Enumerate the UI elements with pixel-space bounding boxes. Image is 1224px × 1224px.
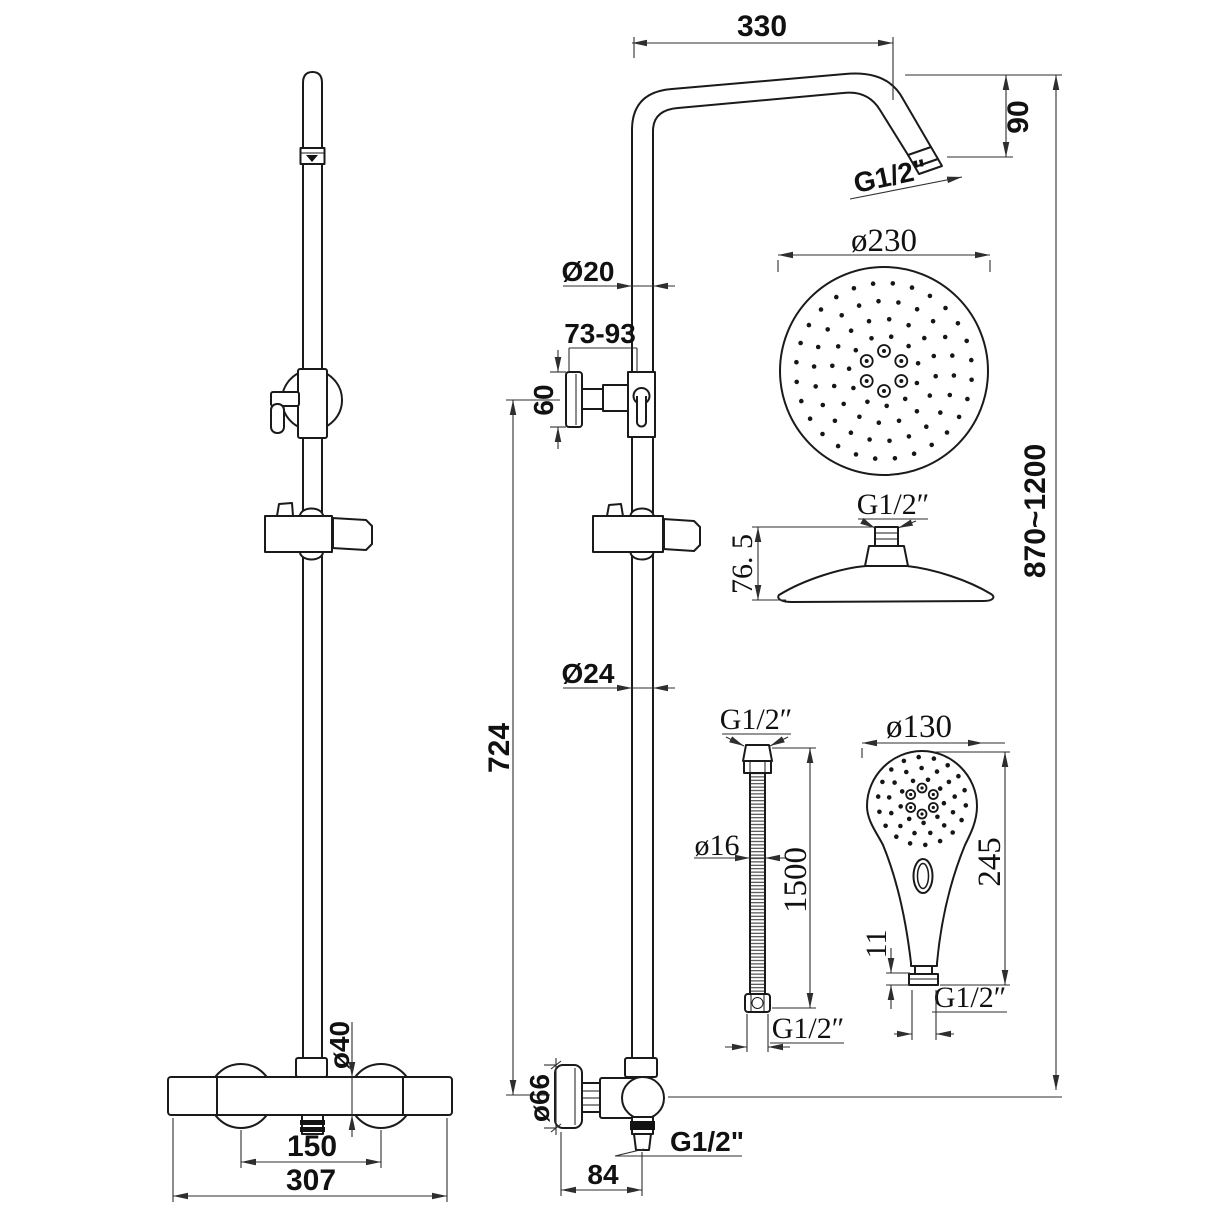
dim-head-thread: G1/2″ <box>857 488 930 521</box>
overhead-shower-face <box>779 266 989 476</box>
dim-escutcheon-diameter: ø66 <box>524 1074 555 1122</box>
valve-knob-side <box>621 1076 665 1120</box>
hand-spray-dots <box>875 754 969 848</box>
dim-pipe-length: 724 <box>483 723 516 773</box>
holder-side <box>592 515 664 553</box>
dim-valve-width: 307 <box>286 1164 336 1197</box>
dim-hand-diameter: ø130 <box>886 709 952 745</box>
dim-hose-diameter: ø16 <box>695 829 740 862</box>
dim-hose-length: 1500 <box>778 847 814 913</box>
valve-escutcheon-side <box>554 1064 583 1129</box>
dim-hand-connector-height: 11 <box>860 930 893 959</box>
dim-inlet-spacing: 150 <box>287 1130 337 1163</box>
shower-arm-outer <box>631 72 932 1059</box>
front-view: ø40 150 307 <box>167 71 453 1202</box>
head-neck <box>864 545 909 567</box>
hand-shower-view: ø130 245 11 G1/2″ <box>860 709 1010 1040</box>
dim-upper-pipe-diameter: Ø20 <box>562 256 615 287</box>
overhead-shower-top-view: ø230 <box>777 223 991 476</box>
dim-arm-height: 90 <box>1002 100 1035 133</box>
dim-outlet-offset: 84 <box>587 1159 619 1190</box>
hand-center-nozzles <box>905 782 939 820</box>
dim-bracket-range: 73-93 <box>564 318 636 349</box>
head-connector <box>874 526 899 547</box>
bracket-lever-handle <box>270 403 285 434</box>
shower-arm-inner <box>652 91 909 1059</box>
dim-arm-thread: G1/2" <box>851 153 930 199</box>
hose-body <box>749 772 766 995</box>
hand-shower-holder <box>264 515 333 553</box>
valve-body-front <box>167 1076 453 1116</box>
hose-bottom-nut <box>744 993 771 1013</box>
dim-hose-top-thread: G1/2″ <box>720 703 793 736</box>
hose-view: G1/2″ ø16 1500 G1/2″ <box>694 703 844 1052</box>
dim-lower-pipe-diameter: Ø24 <box>562 658 615 689</box>
overhead-center-nozzles <box>859 344 909 398</box>
wall-bracket-slider <box>297 368 328 439</box>
side-view: 330 Ø20 73-93 60 Ø24 724 ø66 84 G1/2" <box>483 10 963 1196</box>
dim-riser-base-diameter: ø40 <box>324 1021 355 1069</box>
dim-head-height: 76. 5 <box>726 534 759 594</box>
dim-outlet-thread: G1/2" <box>670 1126 744 1157</box>
dim-arm-length: 330 <box>737 10 787 43</box>
dim-overall-height: 870~1200 <box>1019 444 1052 578</box>
dim-hand-thread: G1/2″ <box>934 981 1007 1014</box>
dim-hose-bottom-thread: G1/2″ <box>772 1012 845 1045</box>
joint-mark <box>306 155 318 162</box>
overhead-spray-dots <box>794 281 974 461</box>
dim-head-diameter: ø230 <box>851 223 917 259</box>
overhead-shower-side-view: G1/2″ 76. 5 <box>726 488 995 603</box>
overall-dimensions: 90 870~1200 <box>668 74 1062 1098</box>
dim-hand-length: 245 <box>972 837 1008 887</box>
bracket-flange-side <box>565 371 583 428</box>
head-disc <box>777 565 995 603</box>
bracket-lever-arm <box>270 391 300 407</box>
hose-top-nut <box>742 744 773 762</box>
